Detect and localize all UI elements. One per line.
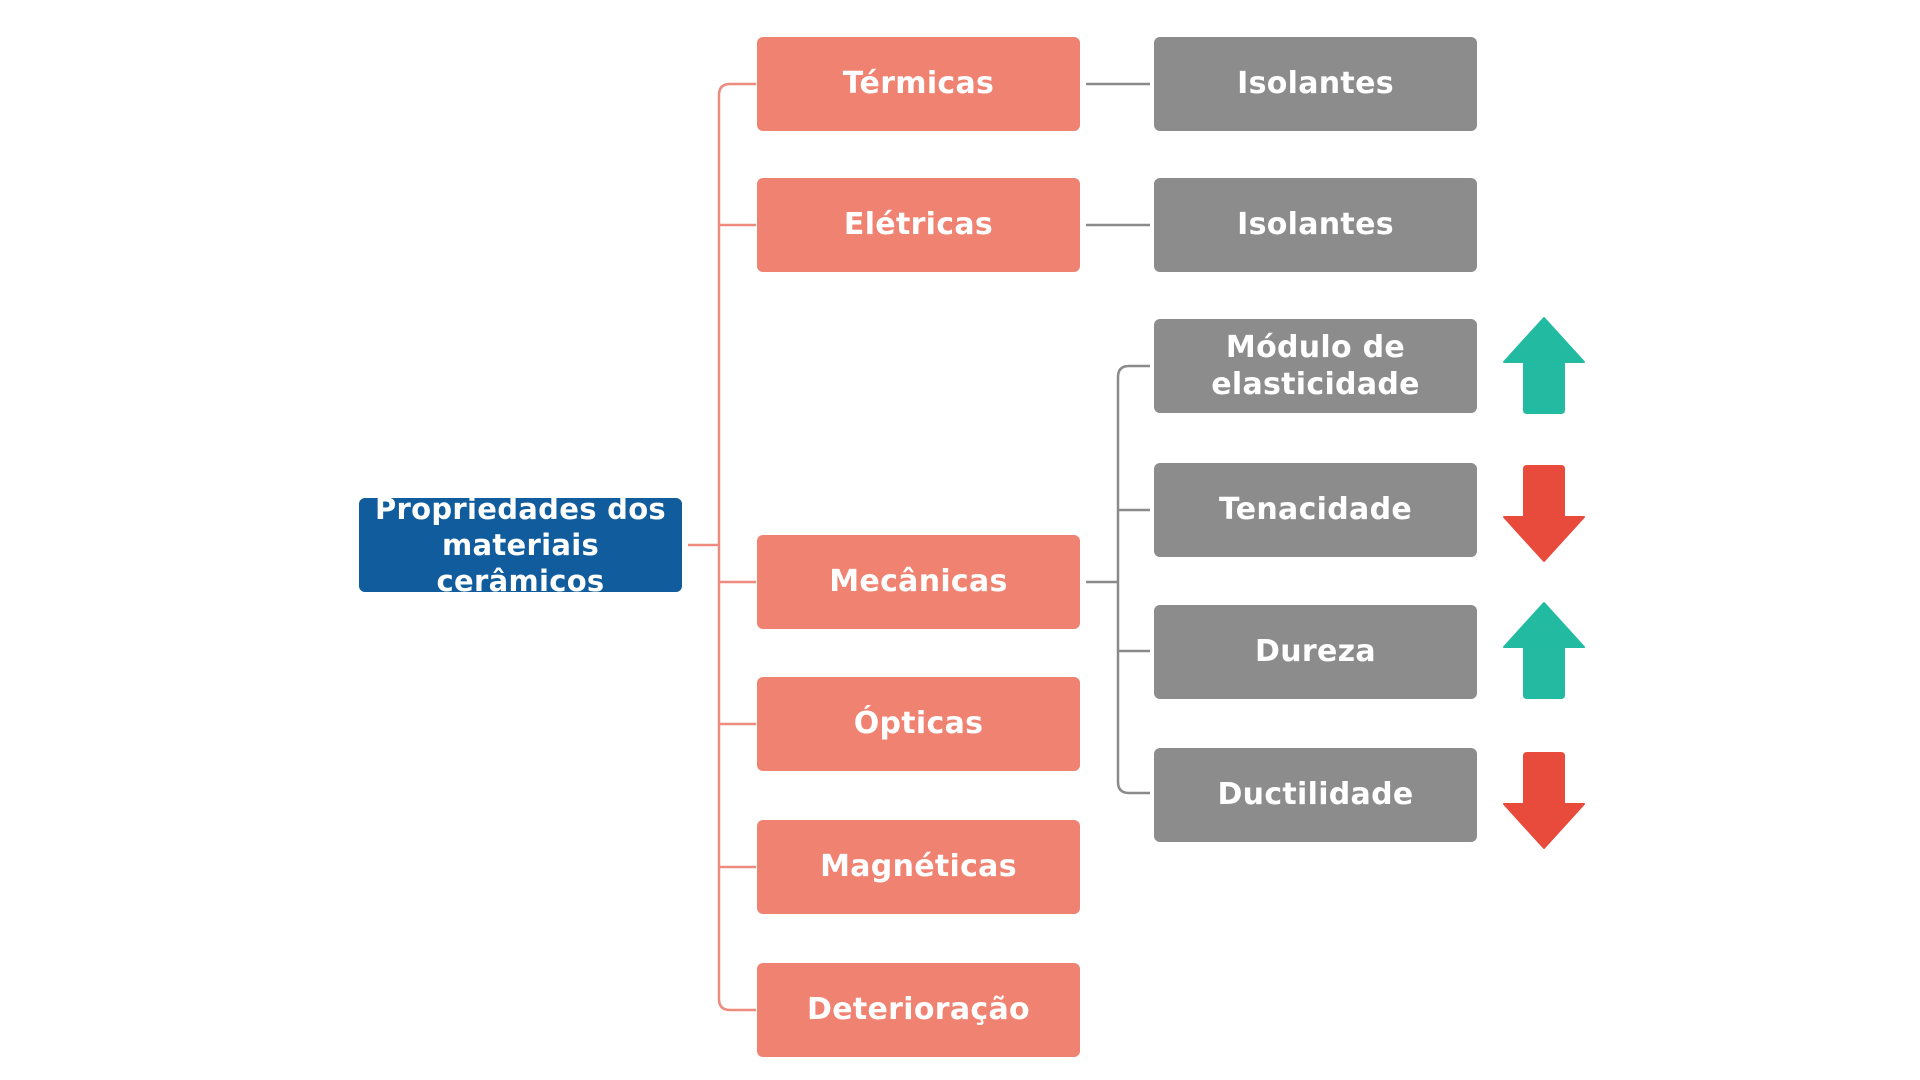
leaf-ductility: Ductilidade [1154, 748, 1477, 842]
root-node: Propriedades dos materiais cerâmicos [359, 492, 682, 598]
leaf-label: Isolantes [1237, 66, 1394, 102]
arrow-up-icon [1503, 602, 1585, 699]
leaf-elastic-modulus: Módulo de elasticidade [1154, 319, 1477, 413]
category-electrical: Elétricas [757, 178, 1080, 272]
category-optical: Ópticas [757, 677, 1080, 771]
leaf-tenacity: Tenacidade [1154, 463, 1477, 557]
category-deterioration: Deterioração [757, 963, 1080, 1057]
leaf-label: Módulo de elasticidade [1211, 329, 1420, 403]
category-label: Elétricas [843, 207, 994, 243]
category-label: Mecânicas [829, 564, 1008, 600]
arrow-down-icon [1503, 465, 1585, 562]
leaf-connectors [1086, 82, 1150, 795]
category-label: Deterioração [807, 992, 1030, 1028]
leaf-electrical-insulating: Isolantes [1154, 178, 1477, 272]
category-connectors [688, 82, 756, 1012]
category-thermal: Térmicas [757, 37, 1080, 131]
leaf-label: Ductilidade [1217, 777, 1414, 813]
leaf-label: Isolantes [1237, 207, 1394, 243]
category-label: Magnéticas [820, 849, 1017, 885]
category-label: Ópticas [853, 706, 984, 742]
leaf-thermal-insulating: Isolantes [1154, 37, 1477, 131]
category-mechanical: Mecânicas [757, 535, 1080, 629]
arrow-up-icon [1503, 317, 1585, 414]
leaf-label: Dureza [1255, 634, 1376, 670]
arrow-down-icon [1503, 752, 1585, 849]
mechanical-trunk-line [1116, 364, 1150, 795]
root-label: Propriedades dos materiais cerâmicos [374, 491, 666, 599]
category-label: Térmicas [842, 66, 995, 102]
leaf-hardness: Dureza [1154, 605, 1477, 699]
category-magnetic: Magnéticas [757, 820, 1080, 914]
leaf-label: Tenacidade [1218, 492, 1413, 528]
category-trunk-line [717, 82, 756, 1012]
